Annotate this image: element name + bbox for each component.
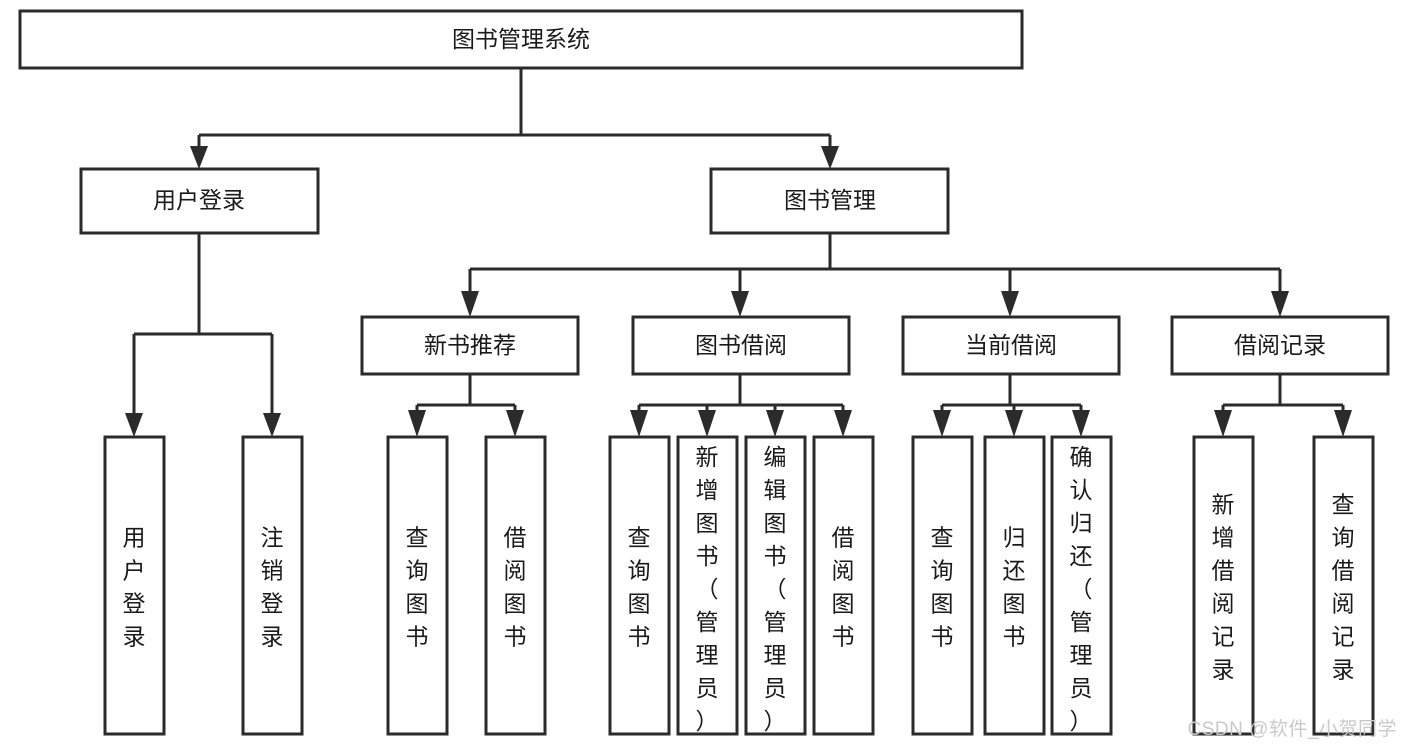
node-leaf-confirm-return-box[interactable] [1050,435,1113,736]
node-leaf-edit-book-box[interactable] [744,435,807,736]
node-leaf-query-book-2-label: 查询图书 [628,525,651,650]
node-leaf-add-book-box[interactable] [676,435,739,736]
arrow-record-to-leaf2 [1334,410,1352,437]
node-new-book-recommend-box[interactable] [360,315,580,376]
node-leaf-add-borrow-record-box[interactable] [1192,435,1255,736]
node-current-borrow-box[interactable] [901,315,1121,376]
arrow-borrow-to-leaf2 [698,410,716,437]
arrow-user-login-to-leaf2 [263,413,281,437]
arrow-borrow-to-leaf3 [766,410,784,437]
node-leaf-borrow-book-2-box[interactable] [812,435,875,736]
node-leaf-query-borrow-record[interactable]: 查询借阅记录 [1312,435,1375,736]
node-leaf-query-book-2[interactable]: 查询图书 [608,435,671,736]
node-leaf-query-book-3-box[interactable] [911,435,974,736]
connectors [125,68,1352,437]
arrow-recommend-to-leaf2 [506,410,524,437]
node-user-login[interactable]: 用户登录 [79,167,320,235]
node-book-borrow-label: 图书借阅 [695,332,787,358]
arrow-current-to-leaf3 [1072,410,1090,437]
leaf-nodes: 用户登录 注销登录 查询图书 借阅图书 查询图书 新增图书（管理员） [103,435,1375,736]
node-leaf-borrow-book-1[interactable]: 借阅图书 [484,435,547,736]
node-leaf-borrow-book-1-box[interactable] [484,435,547,736]
node-new-book-recommend[interactable]: 新书推荐 [360,315,580,376]
node-leaf-return-book[interactable]: 归还图书 [983,435,1046,736]
node-leaf-user-login-box[interactable] [103,435,166,736]
node-leaf-borrow-book-2-label: 借阅图书 [832,525,855,650]
arrow-root-to-user-login [190,146,208,169]
node-book-borrow[interactable]: 图书借阅 [631,315,851,376]
node-leaf-borrow-book-1-label: 借阅图书 [504,525,527,650]
arrow-user-login-to-leaf1 [125,413,143,437]
node-leaf-user-login-label: 用户登录 [123,525,146,650]
node-leaf-query-book-1-box[interactable] [386,435,449,736]
node-leaf-user-logout-label: 注销登录 [261,525,284,650]
node-leaf-return-book-label: 归还图书 [1003,525,1026,650]
node-current-borrow-label: 当前借阅 [965,332,1057,358]
arrow-book-manage-to-borrow [731,291,749,317]
arrow-record-to-leaf1 [1214,410,1232,437]
node-borrow-record-label: 借阅记录 [1234,332,1326,358]
arrow-borrow-to-leaf4 [834,410,852,437]
node-leaf-query-book-1[interactable]: 查询图书 [386,435,449,736]
arrow-root-to-book-manage [821,146,839,169]
node-root-label: 图书管理系统 [452,26,590,52]
node-leaf-user-logout-box[interactable] [241,435,304,736]
arrow-current-to-leaf1 [933,410,951,437]
node-user-login-label: 用户登录 [153,187,245,213]
node-user-login-box[interactable] [79,167,320,235]
node-leaf-return-book-box[interactable] [983,435,1046,736]
arrow-current-to-leaf2 [1005,410,1023,437]
node-leaf-query-book-3[interactable]: 查询图书 [911,435,974,736]
arrow-book-manage-to-record [1271,291,1289,317]
node-leaf-query-borrow-record-label: 查询借阅记录 [1332,492,1355,683]
node-borrow-record[interactable]: 借阅记录 [1170,315,1390,376]
node-leaf-edit-book[interactable]: 编辑图书（管理员） [744,435,807,736]
node-current-borrow[interactable]: 当前借阅 [901,315,1121,376]
node-root[interactable]: 图书管理系统 [18,9,1024,70]
arrow-borrow-to-leaf1 [630,410,648,437]
node-book-borrow-box[interactable] [631,315,851,376]
arrow-book-manage-to-recommend [461,291,479,317]
node-leaf-confirm-return[interactable]: 确认归还（管理员） [1050,435,1113,736]
node-book-manage-label: 图书管理 [784,187,876,213]
node-leaf-confirm-return-label: 确认归还（管理员） [1070,444,1093,734]
arrow-book-manage-to-current [1001,291,1019,317]
arrow-recommend-to-leaf1 [408,410,426,437]
node-root-box[interactable] [18,9,1024,70]
node-leaf-add-borrow-record-label: 新增借阅记录 [1212,492,1235,683]
node-leaf-query-book-1-label: 查询图书 [406,525,429,650]
node-leaf-user-logout[interactable]: 注销登录 [241,435,304,736]
node-book-manage[interactable]: 图书管理 [709,167,950,235]
node-leaf-query-borrow-record-box[interactable] [1312,435,1375,736]
node-leaf-user-login[interactable]: 用户登录 [103,435,166,736]
node-leaf-add-book[interactable]: 新增图书（管理员） [676,435,739,736]
node-leaf-add-book-label: 新增图书（管理员） [696,444,719,734]
node-leaf-edit-book-label: 编辑图书（管理员） [764,444,787,734]
node-leaf-query-book-3-label: 查询图书 [931,525,954,650]
node-book-manage-box[interactable] [709,167,950,235]
node-leaf-borrow-book-2[interactable]: 借阅图书 [812,435,875,736]
node-leaf-add-borrow-record[interactable]: 新增借阅记录 [1192,435,1255,736]
node-leaf-query-book-2-box[interactable] [608,435,671,736]
node-borrow-record-box[interactable] [1170,315,1390,376]
node-new-book-recommend-label: 新书推荐 [424,332,516,358]
watermark-text: CSDN @软件_小贺同学 [1187,719,1397,740]
